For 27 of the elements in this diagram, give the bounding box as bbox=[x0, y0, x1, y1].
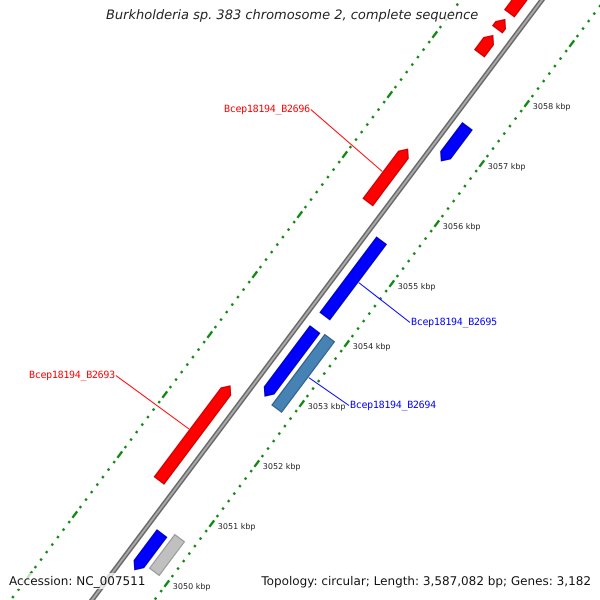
leader-line bbox=[358, 282, 410, 323]
scale-label: 3051 kbp bbox=[218, 522, 256, 531]
gene-feature bbox=[492, 18, 506, 34]
gene-feature bbox=[264, 325, 320, 397]
gene-label: Bcep18194_B2696 bbox=[224, 104, 310, 115]
scale-label: 3056 kbp bbox=[442, 222, 480, 231]
leader-line bbox=[308, 377, 350, 406]
gene-label: Bcep18194_B2694 bbox=[350, 400, 436, 411]
gene-feature bbox=[148, 534, 186, 576]
scale-label: 3052 kbp bbox=[262, 462, 300, 471]
gene-feature bbox=[362, 148, 409, 206]
gene-feature bbox=[154, 385, 232, 485]
scale-label: 3054 kbp bbox=[352, 342, 390, 351]
leader-line bbox=[310, 109, 383, 172]
title: Burkholderia sp. 383 chromosome 2, complete sequence bbox=[106, 8, 478, 23]
scale-label: 3057 kbp bbox=[488, 162, 526, 171]
leader-line bbox=[115, 375, 190, 430]
gene-feature bbox=[440, 122, 473, 162]
gene-label: Bcep18194_B2695 bbox=[411, 317, 497, 328]
gene-feature bbox=[134, 529, 168, 570]
gene-feature bbox=[474, 34, 494, 58]
gene-label: Bcep18194_B2693 bbox=[29, 370, 115, 381]
scale-label: 3055 kbp bbox=[398, 282, 436, 291]
scale-label: 3050 kbp bbox=[172, 582, 210, 591]
scale-label: 3058 kbp bbox=[532, 102, 570, 111]
scale-label: 3053 kbp bbox=[308, 402, 346, 411]
gene-feature bbox=[319, 236, 388, 320]
